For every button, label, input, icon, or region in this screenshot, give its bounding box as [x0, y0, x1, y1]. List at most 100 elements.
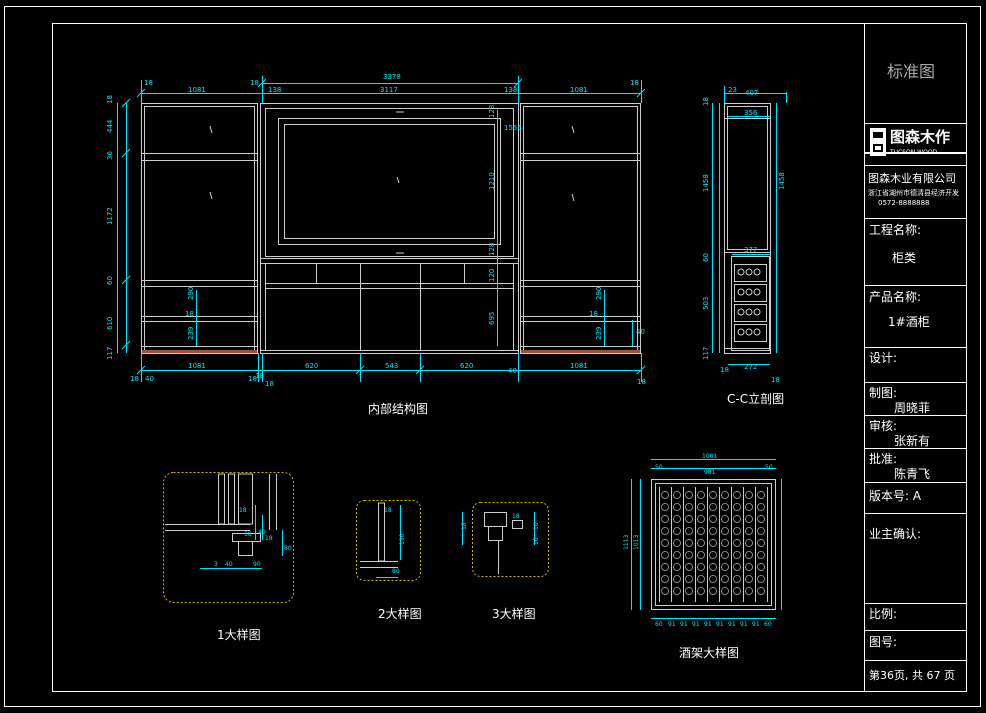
bottle-ring	[709, 539, 717, 547]
company-address: 浙江省湖州市德清县经济开发	[868, 189, 959, 197]
approver-label: 批准:	[869, 452, 898, 466]
svg-text:60: 60	[764, 621, 772, 628]
wine-rack-dimension-lines	[631, 459, 782, 619]
svg-text:40: 40	[225, 561, 233, 568]
svg-text:18: 18	[461, 522, 468, 530]
bottle-ring	[709, 551, 717, 559]
svg-text:40: 40	[258, 529, 266, 536]
bottle-ring	[697, 527, 705, 535]
bottle-ring	[661, 527, 669, 535]
svg-text:50: 50	[655, 464, 663, 471]
bottle-ring	[709, 563, 717, 571]
bottle-ring	[697, 575, 705, 583]
dim-left-width: 1081	[188, 86, 206, 94]
reviewer-value: 张新有	[894, 434, 931, 448]
bottle-ring	[673, 587, 681, 595]
bottle-ring	[721, 527, 729, 535]
drawer-value: 周晓菲	[894, 401, 931, 415]
svg-text:1081: 1081	[570, 362, 588, 370]
scale-label: 比例:	[869, 607, 898, 621]
svg-text:18: 18	[185, 310, 194, 318]
version-label: 版本号: A	[869, 489, 922, 503]
bottle-ring	[661, 563, 669, 571]
svg-text:91: 91	[716, 621, 724, 628]
bottle-ring	[733, 587, 741, 595]
svg-text:91: 91	[680, 621, 688, 628]
svg-text:18: 18	[720, 366, 729, 374]
bottle-ring	[673, 491, 681, 499]
svg-text:444: 444	[106, 119, 114, 133]
svg-text:18: 18	[255, 372, 264, 380]
product-label: 产品名称:	[869, 290, 922, 304]
bottle-ring	[685, 503, 693, 511]
svg-text:18: 18	[630, 79, 639, 87]
glass-marks	[209, 111, 575, 254]
brand-logo-icon	[870, 128, 886, 156]
svg-text:120: 120	[488, 269, 496, 282]
bottle-ring	[745, 515, 753, 523]
svg-text:18: 18	[512, 513, 520, 520]
svg-text:91: 91	[740, 621, 748, 628]
designer-label: 设计:	[869, 351, 898, 365]
svg-text:18: 18	[265, 535, 273, 542]
drawing-no-label: 图号:	[869, 635, 898, 649]
bottle-ring	[697, 503, 705, 511]
bottle-ring	[661, 491, 669, 499]
bottle-ring	[661, 515, 669, 523]
brand-en: TUCSON WOOD	[890, 149, 938, 156]
bottle-ring	[661, 539, 669, 547]
svg-text:239: 239	[187, 327, 195, 340]
svg-text:36: 36	[106, 151, 114, 160]
project-value: 柜类	[892, 251, 917, 265]
svg-text:356: 356	[744, 109, 758, 117]
bottle-ring	[673, 575, 681, 583]
svg-text:50: 50	[765, 464, 773, 471]
svg-text:18: 18	[771, 376, 780, 384]
bottle-ring	[721, 563, 729, 571]
svg-text:1556: 1556	[504, 124, 522, 132]
bottle-ring	[661, 503, 669, 511]
side-rack-holes	[737, 268, 761, 336]
svg-text:40: 40	[636, 328, 645, 336]
product-value: 1#酒柜	[888, 315, 930, 329]
svg-text:543: 543	[385, 362, 398, 370]
bottle-ring	[721, 587, 729, 595]
bottle-ring	[721, 539, 729, 547]
bottle-ring	[721, 503, 729, 511]
caption-wine-rack: 酒架大样图	[679, 646, 740, 660]
svg-text:18: 18	[702, 97, 710, 106]
title-block-brand-bar	[865, 152, 966, 154]
bottle-ring	[721, 575, 729, 583]
svg-text:91: 91	[752, 621, 760, 628]
svg-text:377: 377	[744, 246, 757, 254]
bottle-ring	[757, 503, 765, 511]
svg-text:18: 18	[244, 531, 252, 538]
bottle-ring	[697, 587, 705, 595]
bottle-ring	[745, 563, 753, 571]
dim-right-width: 1081	[570, 86, 588, 94]
bottle-ring	[733, 563, 741, 571]
svg-text:272: 272	[744, 363, 757, 371]
svg-text:620: 620	[460, 362, 473, 370]
brand-name: 图森木作	[890, 128, 951, 146]
project-label: 工程名称:	[869, 223, 922, 237]
bottle-ring	[709, 527, 717, 535]
caption-side-view: C-C立剖图	[727, 392, 785, 406]
bottle-ring	[757, 575, 765, 583]
bottle-ring	[745, 575, 753, 583]
svg-text:10: 10	[533, 537, 540, 545]
bottle-ring	[685, 515, 693, 523]
bottle-ring	[721, 491, 729, 499]
svg-text:123: 123	[488, 105, 496, 118]
svg-text:18: 18	[250, 79, 259, 87]
svg-text:18: 18	[239, 507, 247, 514]
bottle-ring	[685, 527, 693, 535]
bottle-ring	[697, 551, 705, 559]
bottle-ring	[685, 575, 693, 583]
bottle-ring	[673, 539, 681, 547]
svg-text:60: 60	[702, 253, 710, 262]
bottle-ring	[709, 515, 717, 523]
